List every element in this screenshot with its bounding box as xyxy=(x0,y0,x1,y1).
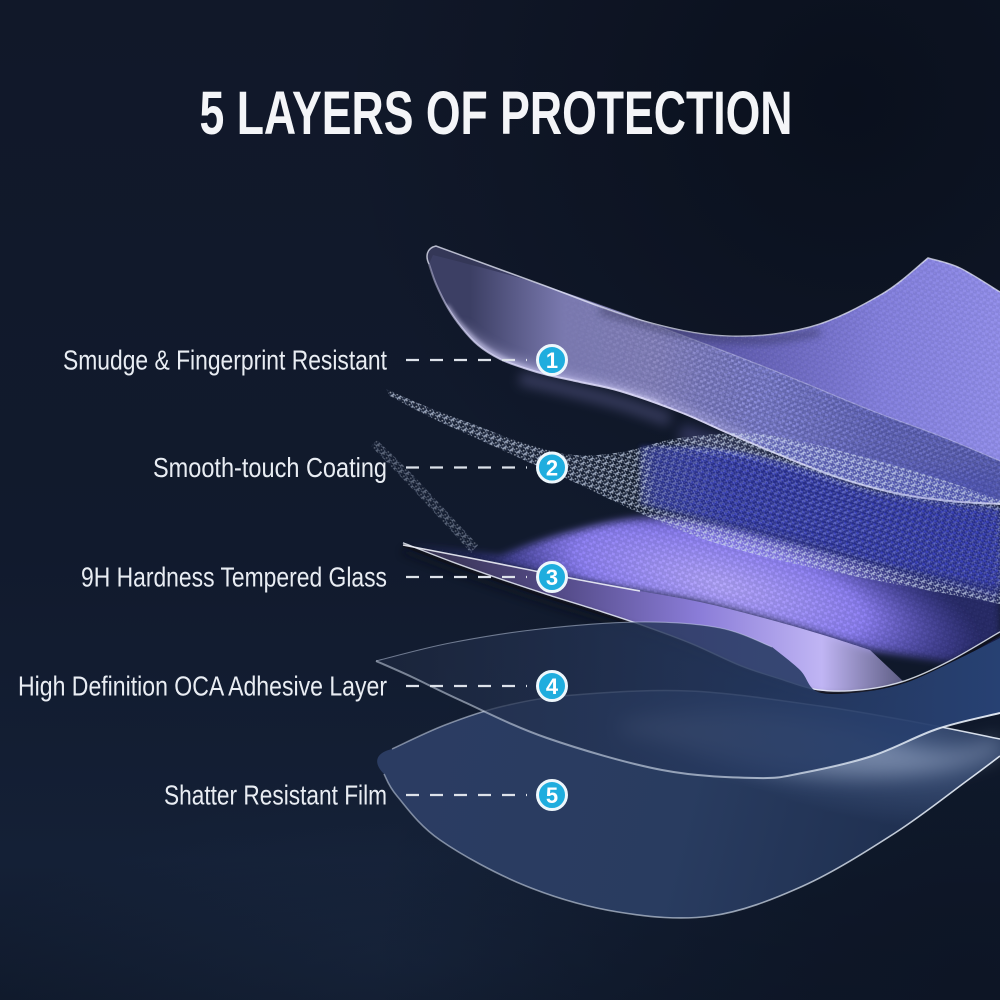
svg-text:9H Hardness Tempered Glass: 9H Hardness Tempered Glass xyxy=(81,562,387,593)
svg-text:Shatter Resistant Film: Shatter Resistant Film xyxy=(164,780,387,811)
svg-text:Smooth-touch Coating: Smooth-touch Coating xyxy=(153,452,387,483)
svg-text:High Definition OCA Adhesive L: High Definition OCA Adhesive Layer xyxy=(18,671,387,702)
svg-text:Smudge & Fingerprint Resistant: Smudge & Fingerprint Resistant xyxy=(63,345,387,376)
svg-text:5: 5 xyxy=(546,783,558,808)
svg-text:2: 2 xyxy=(546,455,558,480)
svg-text:5 LAYERS OF PROTECTION: 5 LAYERS OF PROTECTION xyxy=(200,79,793,147)
svg-text:1: 1 xyxy=(546,348,558,373)
svg-text:3: 3 xyxy=(546,565,558,590)
svg-text:4: 4 xyxy=(546,674,559,699)
